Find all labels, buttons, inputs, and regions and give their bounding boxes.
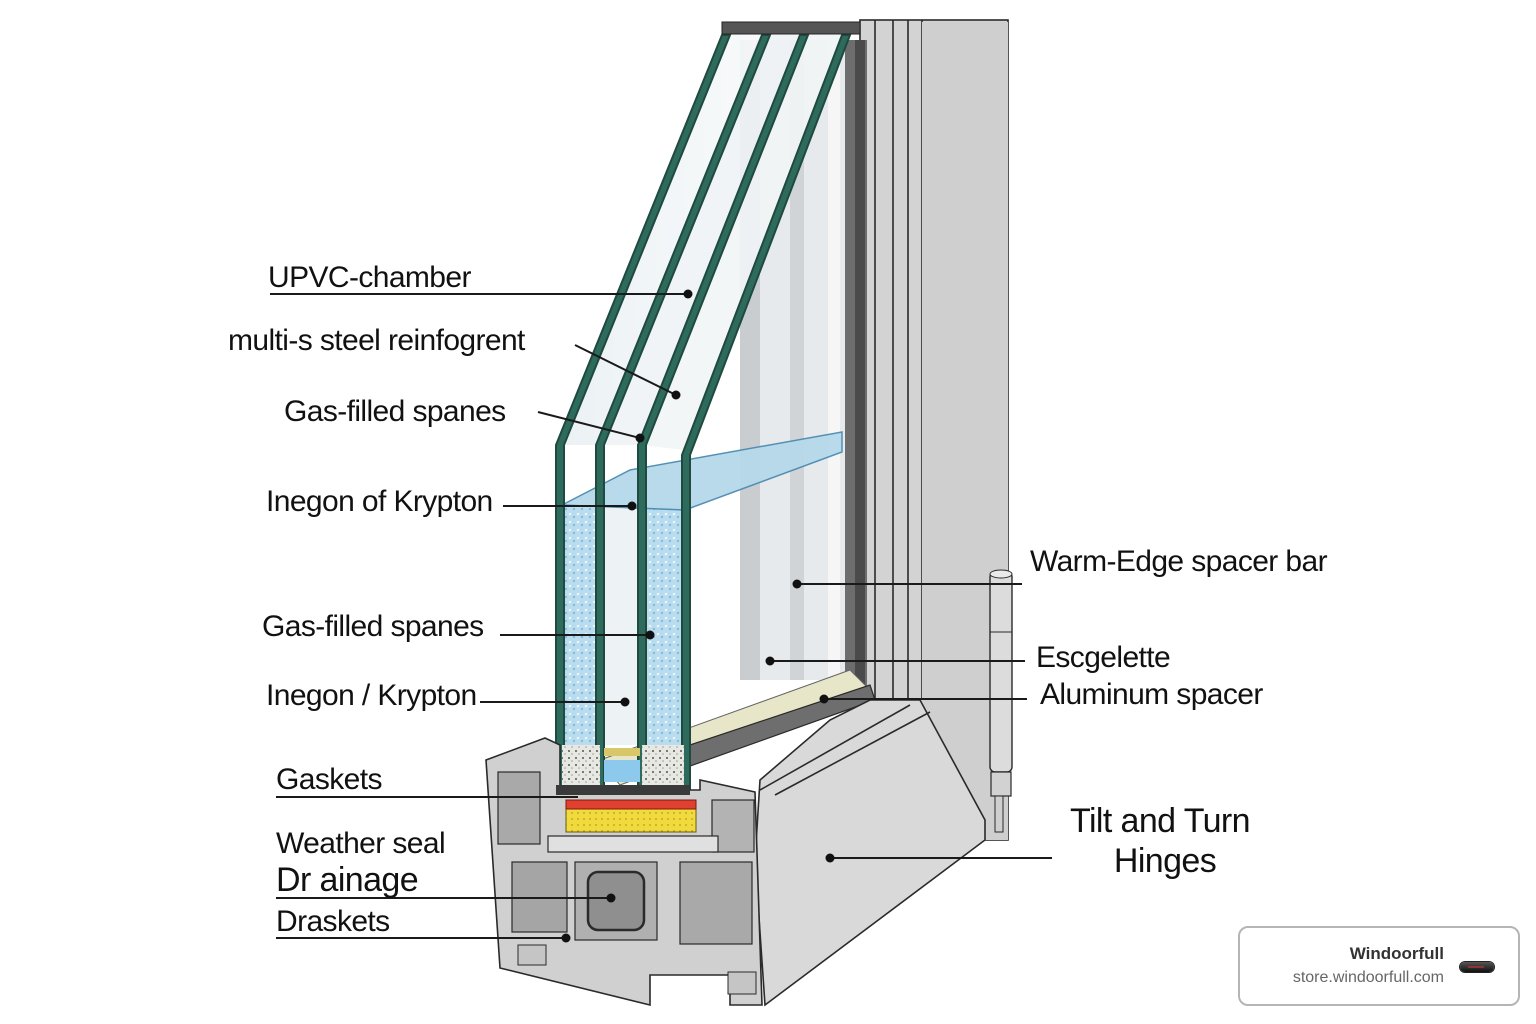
- label-upvc-chamber: UPVC-chamber: [268, 261, 471, 294]
- gasket-red: [565, 799, 697, 810]
- chamber-left-upper: [497, 771, 541, 845]
- label-gaskets: Gaskets: [276, 763, 382, 796]
- gas-chamber-inner: [642, 505, 684, 745]
- leader-steel-reinforcement: [574, 344, 677, 396]
- labels-right: Warm-Edge spacer bar Escgelette Aluminum…: [1030, 545, 1328, 880]
- label-gas-filled-top: Gas-filled spanes: [284, 395, 506, 428]
- label-steel-reinforcement: multi-s steel reinfogrent: [228, 324, 526, 357]
- label-warm-edge-spacer: Warm-Edge spacer bar: [1030, 545, 1328, 578]
- label-weather-seal: Weather seal: [276, 827, 445, 860]
- chamber-right-upper: [711, 799, 755, 853]
- label-gas-filled-mid: Gas-filled spanes: [262, 610, 484, 643]
- leader-lines: [270, 289, 1052, 943]
- gas-layer-top: [559, 431, 843, 511]
- gas-chamber-outer: [562, 505, 600, 745]
- label-argon-krypton-top: Inegon of Krypton: [266, 485, 493, 518]
- chamber-right-lower: [679, 861, 753, 945]
- brand-logo-icon: [1460, 962, 1494, 972]
- label-escgelette: Escgelette: [1036, 641, 1170, 674]
- brand-card[interactable]: Windoorfull store.windoorfull.com: [1238, 926, 1520, 1006]
- label-argon-krypton-bottom: Inegon / Krypton: [266, 679, 477, 712]
- label-hinges-line1: Tilt and Turn: [1070, 802, 1250, 840]
- label-drainage: Dr ainage: [276, 861, 418, 899]
- weather-seal-foam: [565, 807, 697, 833]
- brand-url[interactable]: store.windoorfull.com: [1292, 969, 1444, 986]
- label-aluminum-spacer: Aluminum spacer: [1040, 678, 1263, 711]
- leader-gas-filled-top: [537, 411, 641, 439]
- triple-glazing: [555, 21, 861, 791]
- label-hinges-line2: Hinges: [1114, 842, 1216, 880]
- brand-name: Windoorfull: [1349, 944, 1444, 963]
- dot-upvc-chamber: [683, 289, 693, 299]
- hinge-icon: [989, 569, 1013, 833]
- steel-reinforcement-box: [586, 870, 646, 932]
- labels-left: UPVC-chamber multi-s steel reinfogrent G…: [228, 261, 527, 938]
- label-draskets: Draskets: [276, 905, 390, 938]
